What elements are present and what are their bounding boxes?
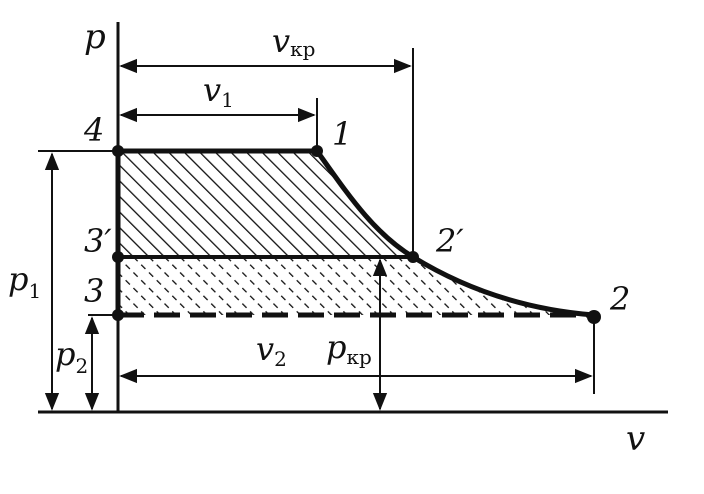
- upper-hatched-region: [118, 151, 413, 257]
- point-3prime-marker: [112, 251, 124, 263]
- p1-label: p1: [8, 260, 41, 303]
- point-3prime-label: 3′: [84, 222, 112, 260]
- point-2prime-marker: [407, 251, 419, 263]
- point-1-marker: [311, 145, 323, 157]
- point-4-marker: [112, 145, 124, 157]
- point-1-label: 1: [332, 115, 352, 153]
- vkr-label: vкр: [272, 22, 315, 61]
- point-3-label: 3: [84, 272, 104, 310]
- expansion-curve-1-2prime: [314, 149, 415, 260]
- point-2-marker: [587, 310, 601, 324]
- point-2-label: 2: [609, 280, 630, 318]
- v1-label: v1: [203, 71, 234, 112]
- p-axis-label: p: [84, 17, 106, 57]
- pkr-label: pкр: [326, 328, 372, 369]
- v2-label: v2: [256, 330, 287, 371]
- point-3-marker: [112, 309, 124, 321]
- lower-hatched-region: [118, 257, 594, 315]
- point-2prime-label: 2′: [435, 222, 464, 260]
- p2-label: p2: [55, 335, 88, 378]
- point-4-label: 4: [83, 111, 104, 149]
- v-axis-label: v: [626, 419, 645, 459]
